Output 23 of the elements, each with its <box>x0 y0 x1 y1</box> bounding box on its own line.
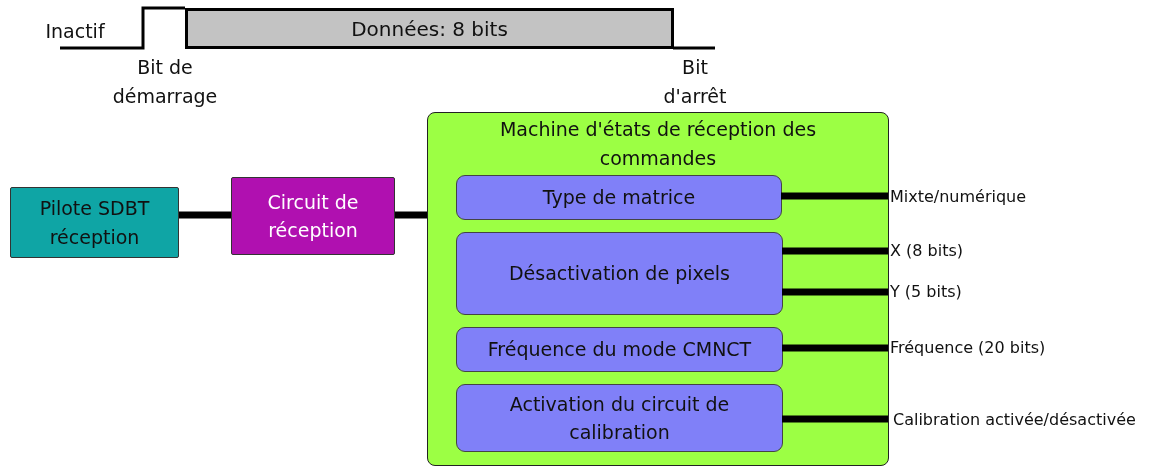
timing-label: Bit de démarrage <box>111 55 219 110</box>
signal-label: Mixte/numérique <box>890 185 1060 209</box>
signal-label: X (8 bits) <box>890 239 1000 263</box>
state-machine-block: Machine d'états de réception des commandes Type de matrice Désactivation de pixels Fréquence du mode CMNCT Activation du circuit de calibration <box>427 112 889 466</box>
signal-line <box>782 344 888 352</box>
timing-label: Bit d'arrêt <box>662 55 728 110</box>
signal-line <box>782 247 888 255</box>
function-block: Activation du circuit de calibration <box>456 384 783 452</box>
signal-label: Calibration activée/désactivée <box>893 408 1165 432</box>
data-frame-box: Données: 8 bits <box>185 8 674 49</box>
receiver-block: Circuit de réception <box>231 177 395 255</box>
signal-label: Y (5 bits) <box>890 280 1000 304</box>
timing-label: Inactif <box>44 19 106 44</box>
signal-line <box>782 288 888 296</box>
signal-line <box>781 192 888 200</box>
signal-label: Fréquence (20 bits) <box>890 336 1080 360</box>
driver-block: Pilote SDBT réception <box>10 187 179 258</box>
function-block: Fréquence du mode CMNCT <box>456 327 783 372</box>
signal-line <box>395 211 427 219</box>
signal-line <box>782 415 888 423</box>
function-block: Type de matrice <box>456 175 782 220</box>
function-block: Désactivation de pixels <box>456 232 783 315</box>
signal-line <box>179 211 231 219</box>
